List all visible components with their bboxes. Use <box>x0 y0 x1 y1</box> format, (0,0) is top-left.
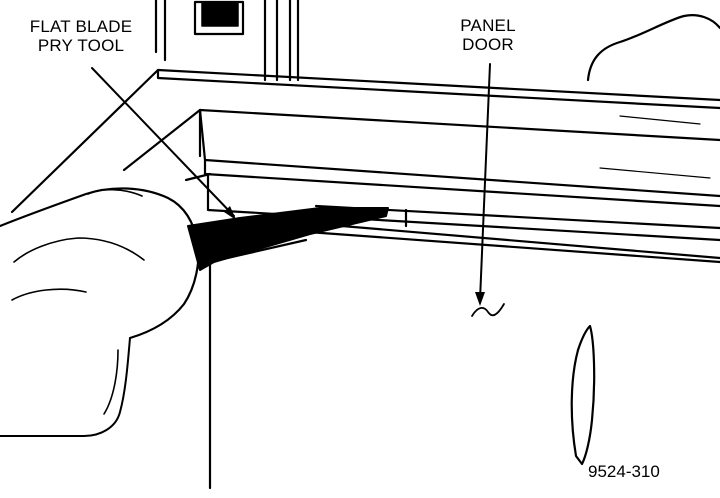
shading-hatch <box>599 115 711 179</box>
callout-door-line2: DOOR <box>462 35 514 54</box>
seat-outline <box>586 14 720 82</box>
arrowhead-door <box>475 292 485 306</box>
panel-housing <box>10 68 720 260</box>
hand <box>0 187 200 437</box>
callout-flat-blade-pry-tool: FLAT BLADE PRY TOOL <box>6 17 156 55</box>
figure-id: 9524-310 <box>588 462 660 481</box>
callout-door-line1: PANEL <box>460 16 516 35</box>
arrowhead-tool <box>224 206 236 220</box>
leader-lines <box>91 63 491 301</box>
pry-tool-blade <box>187 207 389 271</box>
leader-tool <box>91 67 235 217</box>
callout-tool-line2: PRY TOOL <box>37 36 125 55</box>
arrowheads <box>224 206 485 306</box>
panel-door <box>208 230 720 490</box>
callout-tool-line1: FLAT BLADE <box>29 17 133 36</box>
background-trim <box>154 0 300 82</box>
trim-piece <box>570 324 596 466</box>
callout-panel-door: PANEL DOOR <box>448 16 528 54</box>
leader-door <box>479 63 491 301</box>
